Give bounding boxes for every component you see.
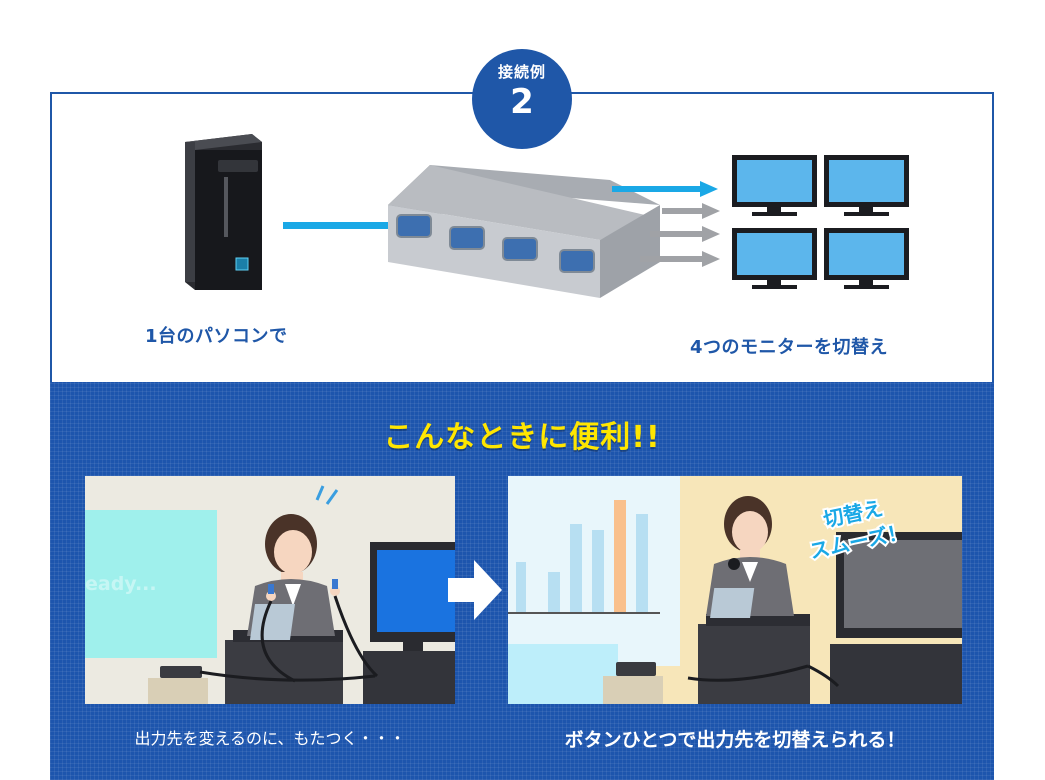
scene-after-illustration: 切替え スムーズ！: [508, 476, 962, 704]
scene-after-caption: ボタンひとつで出力先を切替えられる！: [564, 729, 906, 751]
use-case-panel: こんなときに便利!! eady...: [50, 382, 994, 780]
monitors-icon: [732, 155, 909, 289]
example-badge: 接続例 2: [472, 49, 572, 149]
headline: こんなときに便利!!: [383, 420, 661, 455]
badge-number: 2: [510, 82, 534, 122]
connection-diagram: [185, 134, 909, 298]
right-caption: 4つのモニターを切替え: [690, 337, 889, 358]
scene-before-caption: 出力先を変えるのに、もたつく・・・: [134, 729, 406, 748]
scene-before: eady...: [85, 476, 455, 704]
scene-after: 切替え スムーズ！: [508, 476, 962, 704]
output-arrows: [612, 181, 720, 267]
badge-label: 接続例: [497, 63, 546, 81]
left-caption: 1台のパソコンで: [145, 326, 288, 347]
screen-text: eady...: [85, 573, 157, 595]
pc-tower-icon: [185, 134, 262, 290]
switch-box-icon: [388, 165, 660, 298]
scene-before-illustration: eady...: [85, 476, 455, 704]
input-cable: [283, 222, 388, 229]
arrow-right-icon: [448, 560, 502, 620]
